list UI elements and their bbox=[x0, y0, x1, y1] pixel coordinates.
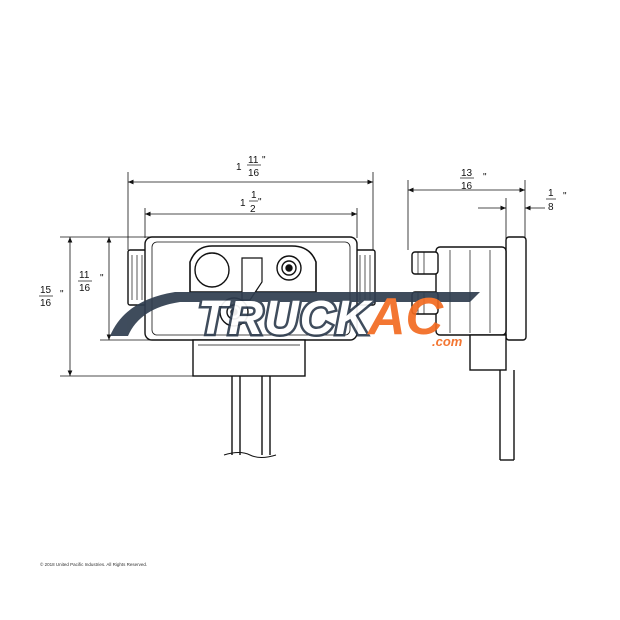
inner-width-den: 2 bbox=[250, 204, 256, 215]
side-depth-num: 13 bbox=[461, 168, 473, 179]
watermark-suffix: .com bbox=[432, 334, 463, 349]
dimension-labels: 1 11 16 " 1 1 2 " 15 16 " 11 16 " 13 16 … bbox=[39, 155, 567, 309]
overall-width-den: 16 bbox=[248, 168, 260, 179]
front-view bbox=[127, 236, 376, 458]
side-depth-den: 16 bbox=[461, 181, 473, 192]
inner-width-whole: 1 bbox=[240, 198, 246, 209]
inner-height-den: 16 bbox=[79, 283, 91, 294]
copyright-text: © 2018 United Pacific Industries. All Ri… bbox=[40, 562, 148, 567]
side-flange-den: 8 bbox=[548, 202, 554, 213]
side-view bbox=[411, 236, 527, 461]
side-flange-num: 1 bbox=[548, 188, 554, 199]
overall-height-den: 16 bbox=[40, 298, 52, 309]
watermark: TRUCK TRUCK AC .com bbox=[110, 288, 480, 349]
overall-width-num: 11 bbox=[248, 155, 259, 166]
overall-height-unit: " bbox=[60, 289, 64, 300]
watermark-text: TRUCK bbox=[198, 292, 373, 345]
inner-height-num: 11 bbox=[79, 270, 90, 281]
overall-width-whole: 1 bbox=[236, 162, 242, 173]
inner-width-unit: " bbox=[258, 197, 262, 208]
inner-width-num: 1 bbox=[251, 190, 257, 201]
inner-height-unit: " bbox=[100, 273, 104, 284]
side-depth-unit: " bbox=[483, 172, 487, 183]
watermark-swoosh bbox=[110, 292, 480, 336]
watermark-text-outline: TRUCK bbox=[198, 292, 373, 345]
side-flange-unit: " bbox=[563, 191, 567, 202]
watermark-ac: AC bbox=[366, 288, 445, 346]
dimension-lines bbox=[60, 172, 545, 377]
overall-width-unit: " bbox=[262, 155, 266, 166]
overall-height-num: 15 bbox=[40, 285, 52, 296]
